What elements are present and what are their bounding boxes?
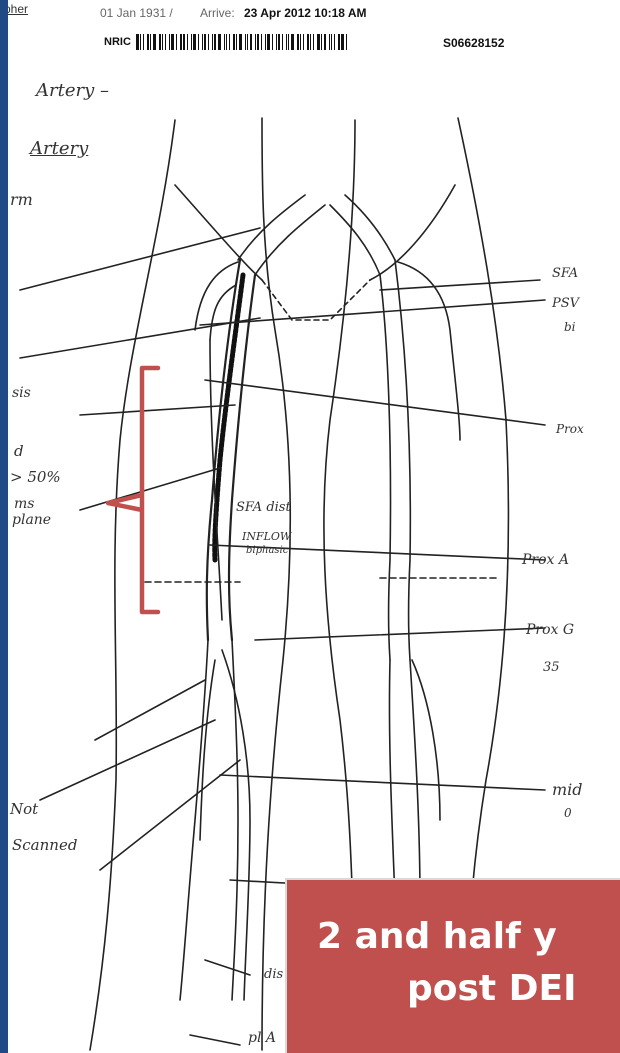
groin-curve-right	[370, 185, 455, 280]
caption-line-2: post DEI	[407, 968, 577, 1009]
leader-mid-3	[190, 1035, 240, 1045]
note-pl-a: pl A	[248, 1030, 276, 1046]
groin-curve-left	[175, 185, 262, 280]
right-leg-outline-inner	[324, 120, 356, 1000]
note-sfa-dist: SFA dist	[236, 500, 291, 515]
left-tibial-1	[222, 650, 250, 1000]
caption-line-1: 2 and half y	[317, 916, 557, 957]
note-left-artery-1: Artery –	[36, 80, 109, 101]
note-left-scanned: Scanned	[12, 836, 77, 854]
leader-right-5	[255, 628, 545, 640]
leader-left-1	[20, 228, 260, 290]
left-tibial-2	[200, 660, 215, 840]
note-left-ms: ms	[14, 496, 34, 512]
note-left-d: d	[14, 442, 24, 460]
leader-left-7	[100, 760, 240, 870]
note-left-artery-2: Artery	[30, 138, 88, 159]
right-tibial-1	[412, 660, 440, 820]
note-right-mid: mid	[552, 780, 583, 799]
right-popliteal-b	[410, 660, 420, 900]
note-right-sfa: SFA	[552, 266, 578, 281]
leader-left-4	[80, 468, 220, 510]
right-common-femoral-inner	[330, 205, 380, 275]
note-right-35: 35	[543, 660, 560, 675]
caption-box: 2 and half y post DEI	[285, 878, 620, 1053]
note-dist: dis	[264, 967, 283, 982]
left-sfa-inner	[229, 275, 255, 640]
note-left-sis: sis	[12, 385, 31, 401]
left-popliteal-a	[180, 640, 208, 1000]
note-right-prox-g: Prox G	[526, 622, 574, 638]
leader-right-6	[220, 775, 545, 790]
note-right-prox-1: Prox	[556, 422, 584, 436]
note-biphasic: biphasic	[246, 545, 288, 556]
leader-mid-2	[205, 960, 250, 975]
leader-right-1	[380, 280, 540, 290]
note-right-psv: PSV	[552, 296, 579, 311]
left-leg-outline-outer	[90, 120, 175, 1050]
note-left-plane: plane	[12, 512, 51, 528]
leader-right-3	[205, 380, 545, 425]
right-sfa-outer	[395, 260, 410, 660]
note-left-line-3: rm	[10, 190, 33, 209]
note-inflow: INFLOW	[242, 530, 291, 543]
right-popliteal-a	[389, 660, 395, 900]
note-right-bi: bi	[564, 320, 576, 334]
left-common-femoral-outer	[238, 195, 305, 260]
note-left-not: Not	[10, 800, 38, 818]
note-right-zero: 0	[564, 806, 572, 820]
right-sfa-inner	[380, 275, 391, 660]
note-right-prox-a: Prox A	[522, 552, 569, 568]
leader-left-6	[40, 720, 215, 800]
note-left-pct: > 50%	[10, 468, 61, 486]
leader-left-5	[95, 680, 205, 740]
